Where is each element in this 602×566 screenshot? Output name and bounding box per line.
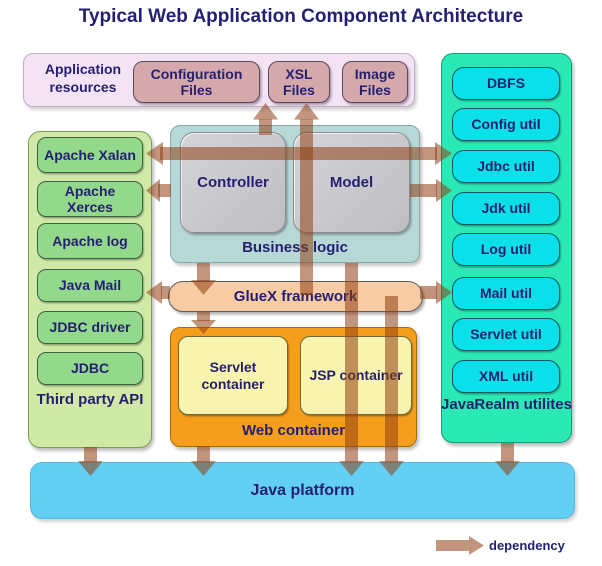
node-servlet-util: Servlet util: [452, 318, 560, 351]
group-third-party-api-label: Third party API: [36, 391, 144, 408]
legend-dependency-arrow-icon: [436, 536, 484, 555]
group-business-logic-label: Business logic: [242, 239, 348, 256]
node-java-platform: Java platform: [30, 462, 575, 519]
node-jsp-container: JSP container: [300, 336, 412, 415]
group-javarealm-utilites-label: JavaRealm utilites: [441, 396, 572, 413]
node-image-files: Image Files: [342, 61, 408, 103]
node-jdk-util: Jdk util: [452, 192, 560, 225]
node-apache-log: Apache log: [37, 223, 143, 259]
node-jdbc: JDBC: [37, 352, 143, 385]
node-apache-xalan: Apache Xalan: [37, 137, 143, 173]
node-apache-xerces: Apache Xerces: [37, 181, 143, 217]
page-title: Typical Web Application Component Archit…: [78, 6, 524, 27]
node-jdbc-driver: JDBC driver: [37, 311, 143, 344]
node-java-mail: Java Mail: [37, 269, 143, 302]
group-application-resources-label: Application resources: [44, 61, 122, 95]
node-mail-util: Mail util: [452, 277, 560, 310]
legend-dependency-label: dependency: [489, 538, 565, 553]
node-xml-util: XML util: [452, 360, 560, 393]
node-config-util: Config util: [452, 108, 560, 141]
node-controller: Controller: [180, 132, 286, 233]
node-jdbc-util: Jdbc util: [452, 150, 560, 183]
node-gluex-framework: GlueX framework: [168, 281, 423, 312]
node-model: Model: [293, 132, 410, 233]
node-servlet-container: Servlet container: [178, 336, 288, 415]
node-dbfs: DBFS: [452, 67, 560, 100]
node-log-util: Log util: [452, 233, 560, 266]
node-xsl-files: XSL Files: [268, 61, 330, 103]
node-configuration-files: Configuration Files: [133, 61, 260, 103]
group-web-container-label: Web container: [241, 422, 346, 439]
